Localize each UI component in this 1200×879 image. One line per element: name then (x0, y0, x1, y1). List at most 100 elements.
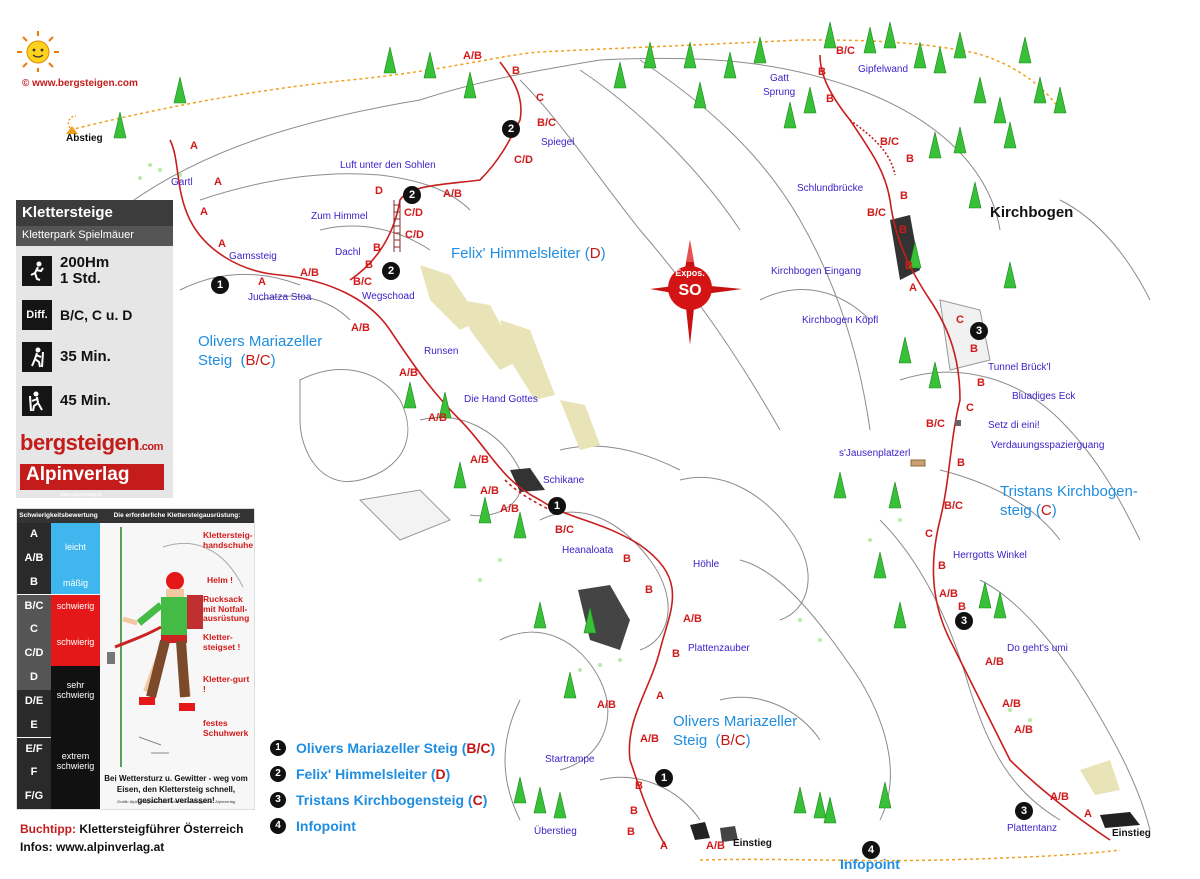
hiker-up-icon (22, 342, 52, 372)
tree-icon (383, 46, 397, 74)
route-grade-label: B (512, 65, 520, 77)
route-grade-label: B/C (353, 276, 372, 288)
route-grade-label: A/B (480, 485, 499, 497)
route-1-number: 1 (270, 740, 286, 756)
route-list-item-2[interactable]: 2 Felix' Himmelsleiter (D) (270, 766, 450, 782)
label-dachl: Dachl (335, 247, 361, 258)
label-gipfelwand: Gipfelwand (858, 64, 909, 75)
route-grade-label: B (635, 780, 643, 792)
route-grade-label: C (956, 314, 964, 326)
legend-header-equipment: Die erforderliche Klettersteigausrüstung… (100, 509, 254, 523)
label-abstieg: Abstieg (66, 133, 103, 144)
route-grade-label: A/B (470, 454, 489, 466)
route-grade-label: B (957, 457, 965, 469)
map-marker-route-2c[interactable]: 2 (502, 120, 520, 138)
level-cell: schwierig (51, 618, 100, 666)
route-3-grade: C (472, 792, 483, 808)
tree-icon (563, 671, 577, 699)
equip-set: Kletter-steigset ! (203, 632, 241, 652)
grade-cell: D (17, 666, 51, 690)
compass (650, 240, 742, 345)
map-marker-route-3b[interactable]: 3 (955, 612, 973, 630)
tree-icon (913, 41, 927, 69)
map-marker-route-1b[interactable]: 1 (548, 497, 566, 515)
route-grade-label: B (365, 259, 373, 271)
bergsteigen-logo[interactable]: bergsteigen.com (20, 430, 163, 456)
map-marker-route-2a[interactable]: 2 (403, 186, 421, 204)
route-grade-label: A/B (706, 840, 725, 852)
tree-icon (813, 791, 827, 819)
level-cell: mäßig (51, 570, 100, 595)
bergsteigen-logo-text: bergsteigen (20, 430, 140, 455)
route-grade-label: A/B (399, 367, 418, 379)
tree-icon (1018, 36, 1032, 64)
route-lines (169, 54, 1111, 846)
route-grade-label: C/D (405, 229, 424, 241)
olivers-bot-line1: Olivers Mariazeller (673, 713, 798, 730)
route-grade-label: B/C (880, 136, 899, 148)
copyright-text[interactable]: © www.bergsteigen.com (22, 78, 138, 89)
alpinverlag-logo-url: www.alpinverlag.at (60, 492, 102, 498)
tree-icon (1033, 76, 1047, 104)
route-grade-label: B/C (836, 45, 855, 57)
route-grade-label: B (977, 377, 985, 389)
route-grade-label: B (958, 601, 966, 613)
olivers-top-line1: Olivers Mariazeller (198, 333, 323, 350)
level-cell: schwierig (51, 594, 100, 619)
route-3-number: 3 (270, 792, 286, 808)
grass-patches (138, 163, 1032, 722)
climber-illustration (107, 527, 244, 767)
olivers-bot-line2: Steig (673, 732, 708, 749)
map-marker-route-1c[interactable]: 1 (655, 769, 673, 787)
grade-cell: F/G (17, 785, 51, 809)
approach-value: 35 Min. (60, 348, 111, 365)
map-marker-route-1a[interactable]: 1 (211, 276, 229, 294)
label-luft: Luft unter den Sohlen (340, 160, 436, 171)
trees (113, 21, 1067, 824)
label-startrampe: Startrampe (545, 754, 595, 765)
label-gamssteig: Gamssteig (229, 251, 277, 262)
route-list-item-1[interactable]: 1 Olivers Mariazeller Steig (B/C) (270, 740, 495, 756)
equip-harness: Kletter-gurt ! (203, 674, 250, 694)
route-2-grade: D (435, 766, 446, 782)
route-grade-label: A (660, 840, 668, 852)
grade-cell: E (17, 713, 51, 738)
route-grade-label: B/C (944, 500, 963, 512)
route-grade-label: A (909, 282, 917, 294)
tree-icon (453, 461, 467, 489)
map-marker-route-3c[interactable]: 3 (1015, 802, 1033, 820)
tree-icon (423, 51, 437, 79)
info-title: Klettersteige (16, 200, 173, 226)
equip-helmet: Helm ! (207, 575, 233, 585)
route-list-item-4[interactable]: 4 Infopoint (270, 818, 356, 834)
map-marker-route-3a[interactable]: 3 (970, 322, 988, 340)
label-bluadiges: Bluadiges Eck (1012, 391, 1076, 402)
route-grade-label: B (900, 190, 908, 202)
tree-icon (693, 81, 707, 109)
label-wegschoad: Wegschoad (362, 291, 415, 302)
tree-icon (113, 111, 127, 139)
label-einstieg-1: Einstieg (733, 838, 772, 849)
olivers-top-line2: Steig (198, 352, 233, 369)
grade-cell: E/F (17, 737, 51, 762)
descent-path (69, 39, 1061, 131)
tree-icon (993, 96, 1007, 124)
map-marker-route-2b[interactable]: 2 (382, 262, 400, 280)
tree-icon (993, 591, 1007, 619)
route-grade-label: C (966, 402, 974, 414)
label-kirchbogen-koepfl: Kirchbogen Köpfl (802, 315, 879, 326)
route-grade-label: B/C (926, 418, 945, 430)
route-grade-label: A/B (1050, 791, 1069, 803)
route-grade-label: C/D (404, 207, 423, 219)
tristans-title: Tristans Kirchbogen-steig (C) (1000, 483, 1138, 519)
route-list-item-3[interactable]: 3 Tristans Kirchbogensteig (C) (270, 792, 487, 808)
tree-icon (888, 481, 902, 509)
rock-outlines (119, 57, 1151, 831)
infos-link[interactable]: Infos: www.alpinverlag.at (20, 840, 165, 854)
map-marker-infopoint[interactable]: 4 (862, 841, 880, 859)
duration-value: 1 Std. (60, 270, 101, 287)
